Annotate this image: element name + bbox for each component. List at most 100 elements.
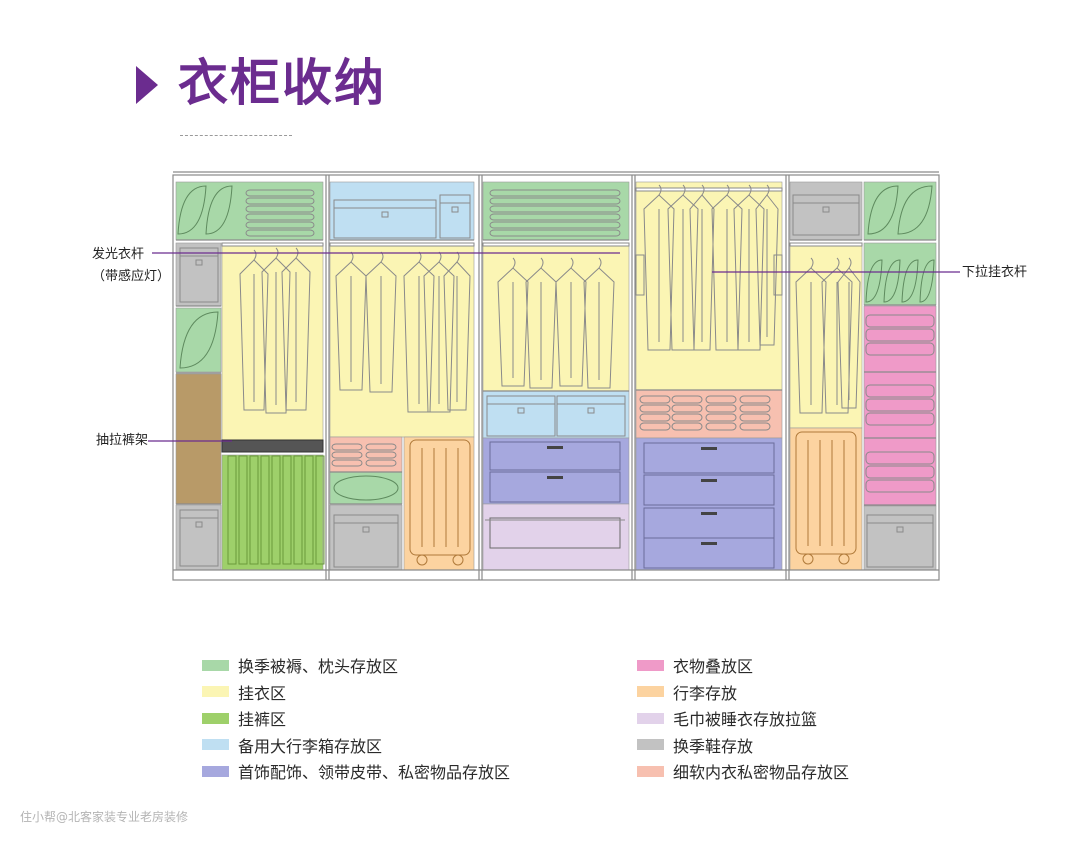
- drawer-handle-icon: [701, 447, 717, 450]
- wardrobe-diagram: [148, 171, 960, 581]
- title-arrow-icon: [136, 66, 158, 104]
- garment-icon: [643, 184, 675, 351]
- zone-luggage: [789, 427, 863, 571]
- drawer-handle-icon: [701, 512, 717, 515]
- legend-swatch: [637, 765, 664, 777]
- garment-outline-icon: [261, 257, 291, 414]
- pillow-icon: [901, 259, 919, 303]
- lingerie-box-icon: [739, 395, 771, 404]
- title-underline: [180, 135, 292, 136]
- legend-label: 换季鞋存放: [673, 736, 754, 756]
- legend-left: 换季被褥、枕头存放区 挂衣区 挂裤区 备用大行李箱存放区 首饰配饰、领带皮带、私…: [202, 652, 510, 785]
- zone-suitcase-spare: [329, 181, 475, 241]
- pulldown-mechanism-icon: [773, 254, 783, 296]
- legend-label: 备用大行李箱存放区: [238, 736, 383, 756]
- folded-clothes-icon: [865, 384, 935, 398]
- garment-outline-icon: [239, 259, 269, 411]
- legend-item: 细软内衣私密物品存放区: [637, 758, 849, 785]
- hanger-hook-icon: [682, 184, 686, 196]
- zone-luggage: [403, 436, 475, 571]
- lingerie-box-icon: [365, 459, 397, 467]
- legend-swatch: [637, 739, 664, 751]
- folded-clothes-icon: [865, 451, 935, 465]
- pants-rack-icon: [221, 439, 324, 453]
- legend-item: 挂裤区: [202, 705, 510, 732]
- garment-outline-icon: [733, 194, 765, 351]
- hanger-hook-icon: [253, 249, 257, 261]
- suitcase-icon: [409, 439, 471, 556]
- folded-quilt-icon: [245, 189, 315, 197]
- legend-label: 细软内衣私密物品存放区: [673, 763, 850, 783]
- lingerie-box-icon: [639, 404, 671, 413]
- garment-outline-icon: [667, 194, 699, 351]
- trouser-icon: [304, 455, 314, 565]
- drawer-handle-icon: [547, 476, 563, 479]
- folded-clothes-icon: [865, 314, 935, 328]
- callout-pants-rack: 抽拉裤架: [96, 433, 149, 448]
- box-handle-icon: [362, 526, 370, 533]
- pulldown-mechanism-icon: [635, 254, 645, 296]
- callout-light-rod-note: （带感应灯）: [92, 269, 171, 284]
- zone-trouser-drawer: [175, 373, 222, 505]
- garment-outline-icon: [281, 257, 311, 411]
- pillow-icon: [179, 311, 219, 369]
- legend-swatch: [637, 712, 664, 724]
- legend-swatch: [637, 686, 664, 698]
- folded-quilt-icon: [245, 213, 315, 221]
- garment-outline-icon: [335, 261, 367, 391]
- legend-label: 毛巾被睡衣存放拉篮: [673, 710, 818, 730]
- hanger-hook-icon: [658, 184, 662, 196]
- garment-icon: [525, 257, 557, 389]
- garment-icon: [497, 257, 529, 387]
- box-handle-icon: [381, 211, 389, 218]
- folded-clothes-icon: [865, 465, 935, 479]
- folded-quilt-icon: [489, 189, 621, 197]
- garment-outline-icon: [755, 194, 779, 346]
- zone-bedding: [482, 181, 630, 241]
- garment-outline-icon: [711, 194, 743, 351]
- lingerie-box-icon: [331, 451, 363, 459]
- storage-box-icon: [179, 509, 219, 567]
- legend-label: 首饰配饰、领带皮带、私密物品存放区: [238, 763, 511, 783]
- lingerie-box-icon: [705, 404, 737, 413]
- lingerie-box-icon: [739, 404, 771, 413]
- garment-icon: [689, 184, 715, 351]
- legend-label: 挂裤区: [238, 710, 287, 730]
- legend-swatch: [202, 712, 229, 724]
- suitcase-wheel-icon: [452, 554, 464, 566]
- hanger-hook-icon: [810, 257, 814, 269]
- callout-pulldown-rod: 下拉挂衣杆: [962, 265, 1028, 280]
- legend-right: 衣物叠放区 行李存放 毛巾被睡衣存放拉篮 换季鞋存放 细软内衣私密物品存放区: [637, 652, 849, 785]
- hanging-rod: [482, 242, 630, 247]
- garment-outline-icon: [643, 194, 675, 351]
- hanger-hook-icon: [748, 184, 752, 196]
- drawer-icon: [643, 474, 775, 506]
- legend-label: 换季被褥、枕头存放区: [238, 657, 399, 677]
- storage-box-icon: [866, 514, 934, 568]
- storage-box-icon: [439, 194, 471, 239]
- folded-quilt-icon: [489, 197, 621, 205]
- lingerie-box-icon: [639, 413, 671, 422]
- garment-icon: [711, 184, 743, 351]
- suitcase-icon: [795, 431, 857, 555]
- garment-outline-icon: [423, 261, 455, 413]
- zone-hanging: [482, 242, 630, 392]
- hanger-hook-icon: [848, 257, 852, 269]
- garment-outline-icon: [443, 261, 471, 411]
- legend-label: 衣物叠放区: [673, 657, 754, 677]
- zone-shoes: [175, 504, 222, 571]
- callout-light-rod-title: 发光衣杆: [92, 247, 145, 262]
- zone-shoes: [789, 181, 863, 241]
- garment-outline-icon: [837, 267, 861, 409]
- folded-quilt-icon: [489, 229, 621, 237]
- drawer-handle-icon: [547, 446, 563, 449]
- suitcase-wheel-icon: [416, 554, 428, 566]
- zone-bedding: [175, 181, 324, 241]
- legend-label: 挂衣区: [238, 683, 287, 703]
- zone-layer: [175, 181, 937, 571]
- legend-item: 首饰配饰、领带皮带、私密物品存放区: [202, 758, 510, 785]
- pillow-icon: [865, 259, 883, 303]
- pillow-icon: [177, 185, 207, 235]
- folded-clothes-icon: [865, 398, 935, 412]
- garment-icon: [795, 257, 827, 414]
